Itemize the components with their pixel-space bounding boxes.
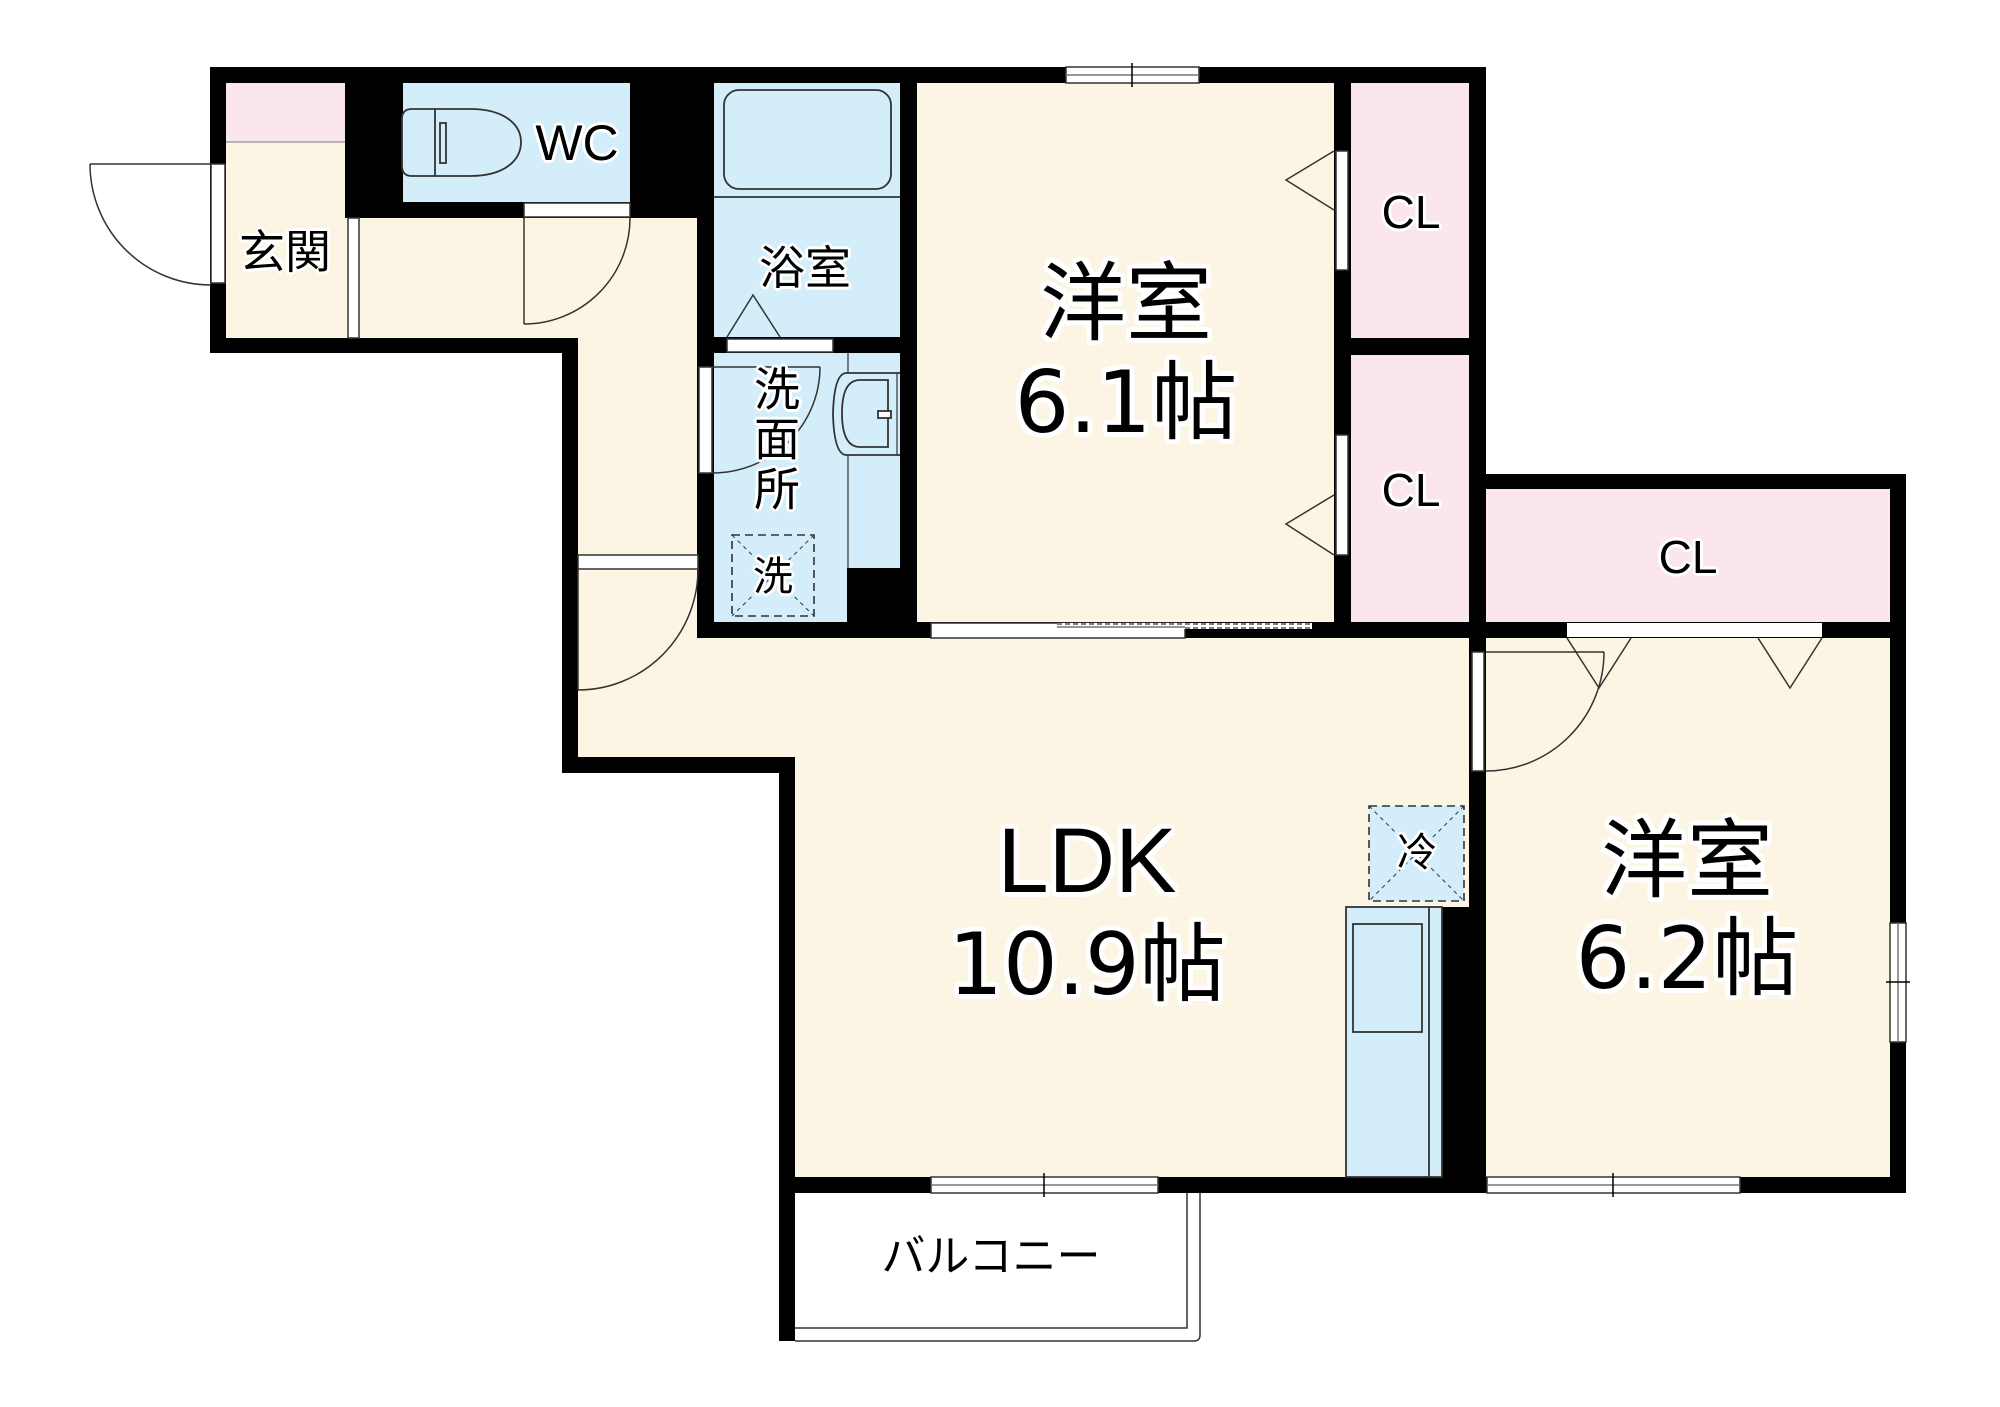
closet-1-label: CL [1381,186,1441,238]
toilet-label: WC [535,115,619,171]
washing-machine-space-label: 洗 [753,554,793,600]
closet-1-door-panel [1335,150,1349,271]
sink-icon [832,372,900,456]
balcony-label: バルコニー [881,1231,1101,1282]
western-room-east-area: 6.2帖 [1575,909,1799,1009]
wall-east [1890,474,1906,1193]
balcony-railing [795,1193,1201,1342]
ldk-door-panel [577,554,699,570]
entrance-step [347,217,360,339]
bathroom-floor [714,83,900,337]
bathroom-door-panel [726,338,834,353]
toilet-seat-hinge [439,122,447,164]
wall-toilet-right [630,67,714,218]
wall-corridor-left [562,338,578,773]
ldk-door-swing-arc [577,568,699,691]
wall-entrance-bottom [210,338,578,353]
bathtub-icon [723,89,892,190]
washing-machine-space-outline [731,534,815,617]
wall-closet-divider [1351,338,1469,355]
western-east-door-panel [1471,651,1485,772]
western-room-north-floor [917,83,1334,622]
washroom-door-swing-arc [711,366,821,474]
western-room-east-floor [1486,638,1890,1177]
ldk-label: LDK [997,810,1177,912]
closet-1-folding-door-symbol [1284,150,1335,211]
bathroom-folding-door-symbol [726,293,781,338]
wall-ldk-left [779,757,795,1341]
western-room-north-label: 洋室 [1040,254,1212,354]
refrigerator-space-icon [1368,805,1465,902]
refrigerator-space-label: 冷 [1397,830,1437,876]
closet-3-folding-door-symbol-left [1566,637,1632,690]
sink-counter [832,372,900,456]
toilet-door-panel [523,202,631,218]
wall-closet-3-top [1469,474,1906,489]
toilet-tank [401,108,436,177]
western-east-door-swing-arc [1485,651,1605,772]
closet-3-folding-door-symbol-right [1757,637,1823,690]
entrance-label: 玄関 [239,225,331,279]
closet-2-label: CL [1381,464,1441,516]
wall-ldk-step [562,757,795,773]
kitchen-counter-icon [1345,906,1443,1178]
wall-washroom-pillar [847,568,917,638]
sink-basin [841,379,889,448]
closet-1-floor [1351,83,1469,338]
kitchen-counter [1345,906,1443,1178]
corridor-floor [578,338,698,638]
wall-kitchen-back [1442,907,1486,1193]
entrance-door-swing-arc [89,163,212,286]
closet-2-door-panel [1335,434,1349,556]
ldk-area: 10.9帖 [948,915,1226,1015]
toilet-icon [401,108,522,177]
wall-toilet-left [345,67,403,218]
wall-western-north-left [900,67,917,638]
closet-3-floor [1486,489,1890,622]
fixtures [401,89,1465,1342]
shoe-cabinet [226,83,345,142]
western-north-sliding-door-track [1057,623,1312,629]
toilet-door-swing-arc [523,217,631,325]
closet-3-door-panel [1567,623,1822,637]
entrance-door-panel [210,163,226,284]
washing-machine-space-diagonal [731,534,815,617]
washroom-door-panel [698,366,713,474]
closet-2-floor [1351,355,1469,622]
bathroom-label: 浴室 [759,241,851,295]
western-room-north-area: 6.1帖 [1014,353,1238,453]
balcony-outer-line [795,1193,1201,1342]
sink-faucet [877,410,892,419]
closet-2-folding-door-symbol [1284,494,1335,556]
room-fills [226,83,1890,1177]
washing-machine-space-icon [731,534,815,617]
refrigerator-space-diagonal [1368,805,1465,902]
hall-floor [359,218,698,338]
closet-3-label: CL [1658,531,1718,583]
toilet-bowl [435,108,522,177]
western-room-east-label: 洋室 [1601,811,1773,911]
balcony-inner-line [795,1193,1188,1329]
entrance-floor [226,142,348,339]
washroom-label: 洗面所 [747,365,801,515]
openings [89,63,1910,1197]
kitchen-sink [1352,923,1423,1033]
